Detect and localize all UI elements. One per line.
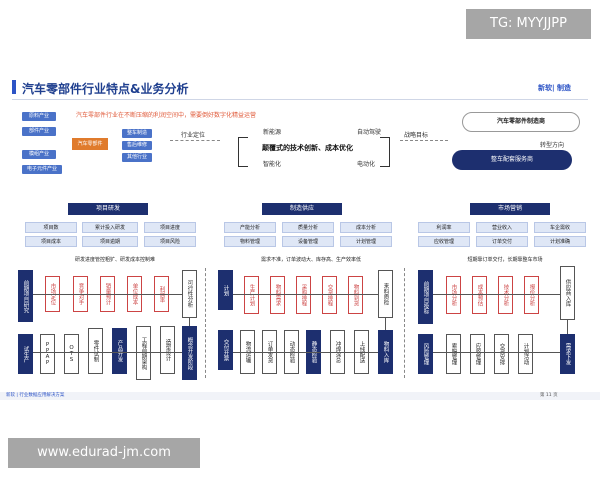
market-cell: 订单交付 [476, 236, 528, 247]
page-number: 第 11 页 [540, 393, 558, 398]
market-turn [567, 320, 568, 334]
flow-supply: 交付开票 [218, 330, 233, 370]
divider-2 [404, 268, 405, 378]
supply-cell: 产能分析 [224, 222, 276, 233]
flow-rd: 概念开发阶段 [182, 326, 197, 380]
market-cell: 应收管理 [418, 236, 470, 247]
market-bottom-connector [433, 352, 560, 353]
bracket-right [380, 137, 390, 167]
chip-other: 其他行业 [122, 153, 152, 162]
arrow-position [170, 140, 220, 141]
label-electrified: 电动化 [357, 161, 376, 168]
market-header: 市场营销 [470, 203, 550, 215]
supply-bottom-connector [233, 352, 378, 353]
flow-supply: 物料入库 [378, 330, 393, 374]
label-strategy: 战略目标 [404, 132, 429, 139]
rd-note: 研发进度管控粗犷、研发成本控制难 [74, 257, 155, 263]
market-cell: 利润率 [418, 222, 470, 233]
flow-supply: 采购排程 [296, 276, 311, 314]
rd-cell: 项目进度 [144, 222, 196, 233]
market-cell: 车企需收 [534, 222, 586, 233]
chip-oem: 整车制造 [122, 129, 152, 138]
market-cell: 营业收入 [476, 222, 528, 233]
rd-top-connector [33, 294, 182, 295]
label-new-energy: 新能源 [263, 129, 282, 136]
flow-market: 计划活动 [518, 334, 533, 374]
flow-supply: 交货排程 [322, 276, 337, 314]
chip-module: 模组产业 [22, 150, 56, 159]
flow-rd: OTS [64, 334, 79, 374]
supply-cell: 设备管理 [282, 236, 334, 247]
label-autonomous: 自动驾驶 [357, 129, 382, 136]
chip-part: 部件产业 [22, 127, 56, 136]
flow-rd: 前期项目研究 [18, 270, 33, 322]
flow-market: 前期项目投标 [418, 270, 433, 324]
flow-supply: 来料质检 [378, 270, 393, 318]
core-statement: 颠覆式的技术创新、成本优化 [262, 144, 353, 152]
supply-cell: 计划管理 [340, 236, 392, 247]
flow-market: 市场分析 [446, 276, 461, 314]
market-cell: 计划准确 [534, 236, 586, 247]
chip-electronic: 电子元件产业 [22, 165, 62, 174]
market-top-connector [433, 294, 560, 295]
supplier-pill: 整车配套服务商 [452, 150, 572, 170]
supply-top-connector [233, 294, 378, 295]
flow-market: 应收管理 [470, 334, 485, 374]
supply-note: 需求不准，订单波动大、库存高、生产效率低 [260, 257, 361, 263]
rd-header: 项目研发 [68, 203, 148, 215]
chip-center: 汽车零部件 [72, 138, 108, 150]
footer-bar [0, 392, 600, 400]
label-position: 行业定位 [181, 132, 206, 139]
rd-cell: 项目风险 [144, 236, 196, 247]
flow-rd: 试生产 [18, 334, 33, 374]
flow-rd: 零件试制 [88, 328, 103, 374]
flow-rd: 可行性分析 [182, 270, 197, 318]
flow-supply: 计划 [218, 270, 233, 310]
watermark-top: TG: MYYJJPP [466, 9, 591, 39]
red-note: 汽车零部件行业在不断压缩的利润空间中，需要倒好数字化精益运营 [76, 112, 257, 119]
rd-cell: 项目逾期 [82, 236, 138, 247]
rd-bottom-connector [33, 352, 182, 353]
divider-1 [205, 268, 206, 378]
title-accent [12, 80, 16, 94]
brand-logo: 新软| 制造 [538, 84, 571, 92]
flow-market: 索赔管理 [446, 334, 461, 374]
flow-supply: 物料需求 [270, 276, 285, 314]
flow-market: 报价分析 [524, 276, 539, 314]
flow-market: 风险管理 [418, 334, 433, 374]
page-title: 汽车零部件行业特点&业务分析 [22, 82, 189, 96]
rd-cell: 项目成本 [25, 236, 77, 247]
chip-raw: 原料产业 [22, 112, 56, 121]
market-note: 短期靠订单交付，长期靠整车市场 [467, 257, 543, 263]
title-divider [12, 99, 588, 100]
rd-turn [189, 318, 190, 326]
flow-supply: 生产计划 [244, 276, 259, 314]
maker-pill: 汽车零部件制造商 [462, 112, 580, 132]
chip-after: 售后维修 [122, 141, 152, 150]
flow-market: 交货安排 [494, 334, 509, 374]
flow-market: 供应商入库 [560, 266, 575, 320]
flow-rd: 造型设计 [160, 326, 175, 374]
flow-market: 成本预估 [472, 276, 487, 314]
rd-cell: 项目数 [25, 222, 77, 233]
label-transform: 转型方向 [540, 142, 565, 149]
flow-rd: 产品开发 [112, 328, 127, 374]
flow-market: 技术分析 [498, 276, 513, 314]
footer-text: 新软 | 行业数据应用解决方案 [6, 393, 65, 398]
supply-cell: 质量分析 [282, 222, 334, 233]
flow-rd: 工程前期架构 [136, 326, 151, 380]
arrow-strategy [400, 140, 448, 141]
supply-header: 制造供应 [262, 203, 342, 215]
flow-supply: 物料到货 [348, 276, 363, 314]
supply-turn [385, 318, 386, 330]
flow-rd: PPAP [40, 334, 55, 374]
supply-cell: 成本分析 [340, 222, 392, 233]
supply-cell: 物料管理 [224, 236, 276, 247]
watermark-bottom: www.edurad-jm.com [8, 438, 200, 468]
flow-market: 需求下发 [560, 334, 575, 374]
rd-cell: 累计投入研发 [82, 222, 138, 233]
bracket-left [238, 137, 248, 167]
label-intelligent: 智能化 [263, 161, 282, 168]
